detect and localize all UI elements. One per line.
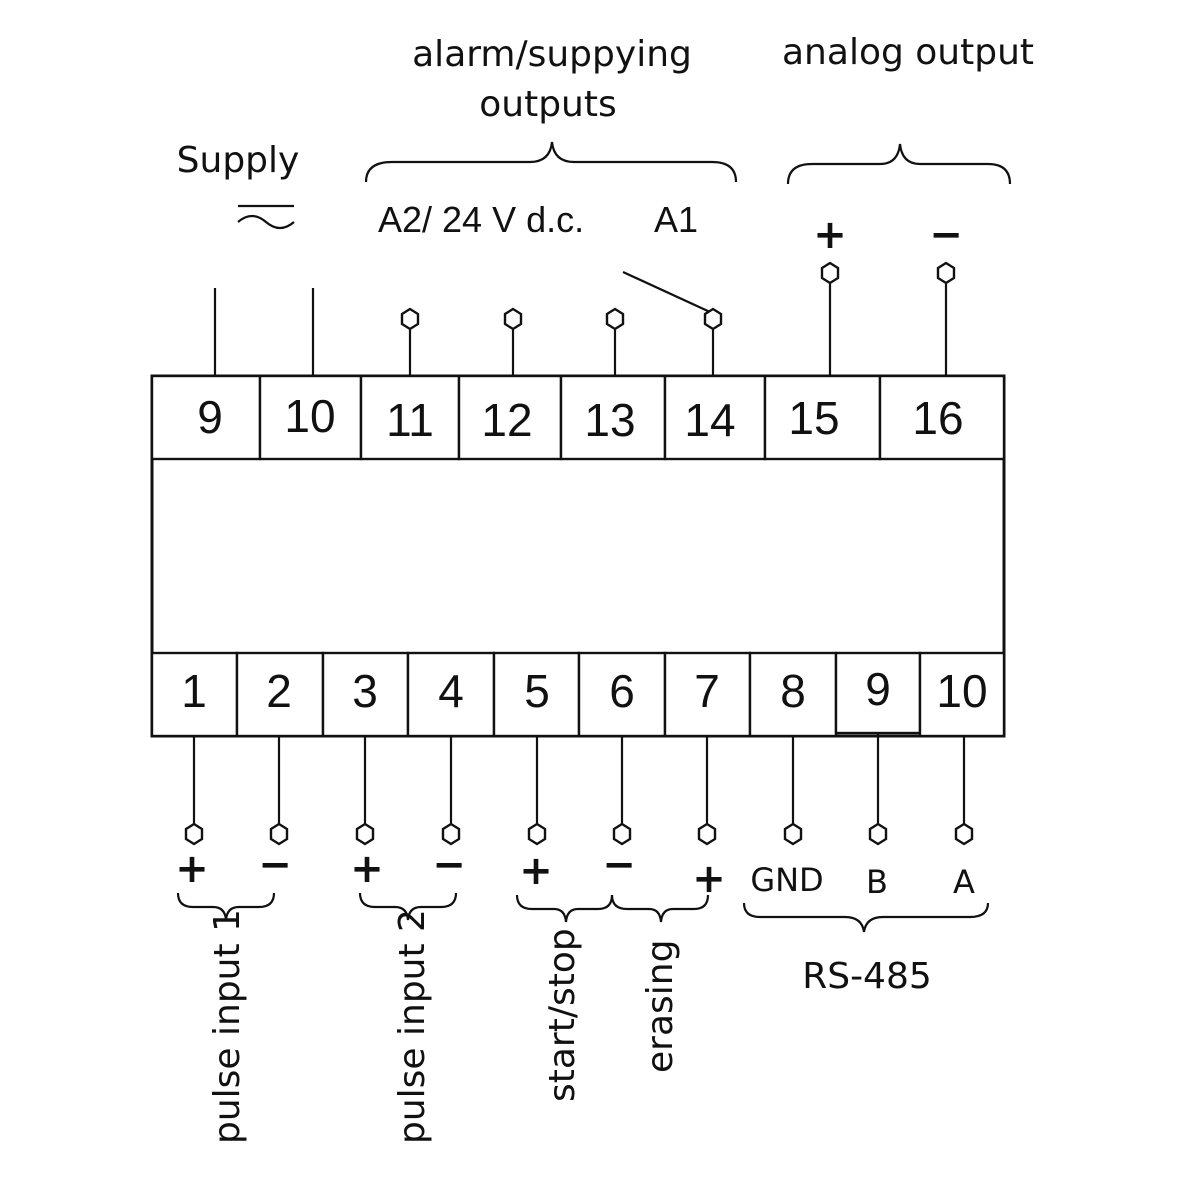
bottom-terminal-number: 9: [865, 663, 891, 715]
top-terminal-number: 11: [386, 394, 434, 446]
rs485-a-label: A: [953, 863, 975, 901]
supply-label: Supply: [177, 140, 300, 181]
bottom-terminal-6: [577, 651, 667, 738]
ac-symbol-icon: [237, 204, 295, 230]
terminal-wire-16: [936, 261, 956, 377]
bottom-terminal-number: 8: [780, 665, 806, 717]
startstop-plus-sign: +: [519, 848, 553, 894]
pulse-input-2-label: pulse input 2: [392, 909, 433, 1144]
pulse1-minus-sign: −: [258, 842, 292, 888]
terminal-wire-11: [400, 307, 420, 377]
bottom-terminal-number: 1: [181, 665, 207, 717]
pulse-input-1-label: pulse input 1: [207, 909, 248, 1144]
top-terminal-10: [258, 374, 363, 461]
rs485-gnd-label: GND: [750, 861, 823, 899]
bottom-terminal-2: [235, 651, 325, 738]
alarm-heading-line2: outputs: [479, 84, 617, 125]
pulse2-plus-sign: +: [350, 846, 384, 892]
bottom-terminal-9: [834, 651, 922, 735]
top-terminal-number: 14: [684, 394, 735, 446]
erasing-label: erasing: [640, 940, 681, 1073]
top-terminal-number: 13: [584, 394, 635, 446]
top-terminal-number: 9: [197, 391, 223, 443]
top-terminal-15: [763, 374, 882, 461]
analog-output-brace: [786, 143, 1012, 185]
top-terminal-12: [457, 374, 563, 461]
top-terminal-16: [878, 374, 1006, 461]
pulse1-plus-sign: +: [175, 846, 209, 892]
top-terminal-13: [559, 374, 667, 461]
bottom-terminal-10: [918, 651, 1006, 738]
rs485-b-label: B: [866, 863, 888, 901]
top-terminal-11: [359, 374, 461, 461]
bottom-terminal-number: 7: [694, 665, 720, 717]
bottom-wires: [184, 733, 974, 846]
bottom-terminal-7: [663, 651, 752, 738]
terminal-wire-13: [605, 307, 625, 377]
top-terminal-row: 9 10 11 12 13 14 15 16: [150, 374, 1006, 461]
relay-contact-a1: [622, 271, 723, 377]
bottom-terminal-number: 3: [352, 665, 378, 717]
top-terminal-9: [150, 374, 262, 461]
rs485-label: RS-485: [802, 956, 932, 997]
erasing-minus-sign: −: [602, 842, 636, 888]
analog-output-heading: analog output: [782, 32, 1034, 73]
top-terminal-number: 15: [788, 392, 839, 444]
bottom-terminal-8: [748, 651, 838, 738]
bottom-terminal-number: 10: [936, 665, 987, 717]
top-terminal-number: 16: [912, 392, 963, 444]
pulse-input-1-brace: [176, 892, 276, 921]
a2-label: A2/ 24 V d.c.: [378, 199, 584, 240]
bottom-terminal-number: 4: [438, 665, 464, 717]
erasing-brace: [610, 894, 710, 923]
bottom-terminal-row: 1 2 3 4 5 6 7 8 9 10: [150, 651, 1006, 738]
analog-plus-sign: +: [813, 212, 847, 258]
bottom-terminal-number: 5: [524, 665, 550, 717]
terminal-wire-15: [820, 261, 840, 377]
terminal-wire-12: [503, 307, 523, 377]
rs485-brace: [742, 902, 990, 933]
pulse2-minus-sign: −: [432, 842, 466, 888]
alarm-heading-line1: alarm/suppying: [412, 34, 692, 75]
analog-minus-sign: −: [929, 212, 963, 258]
top-terminal-14: [663, 374, 767, 461]
start-stop-label: start/stop: [542, 928, 583, 1102]
pulse-input-2-brace: [358, 892, 458, 921]
top-terminal-number: 12: [481, 394, 532, 446]
a1-label: A1: [654, 199, 698, 240]
top-terminal-number: 10: [284, 390, 335, 442]
bottom-terminal-number: 6: [609, 665, 635, 717]
alarm-outputs-brace: [364, 141, 738, 183]
start-stop-brace: [515, 894, 614, 923]
bottom-terminal-number: 2: [266, 665, 292, 717]
erasing-plus-sign: +: [692, 856, 726, 902]
bottom-terminal-4: [406, 651, 496, 738]
